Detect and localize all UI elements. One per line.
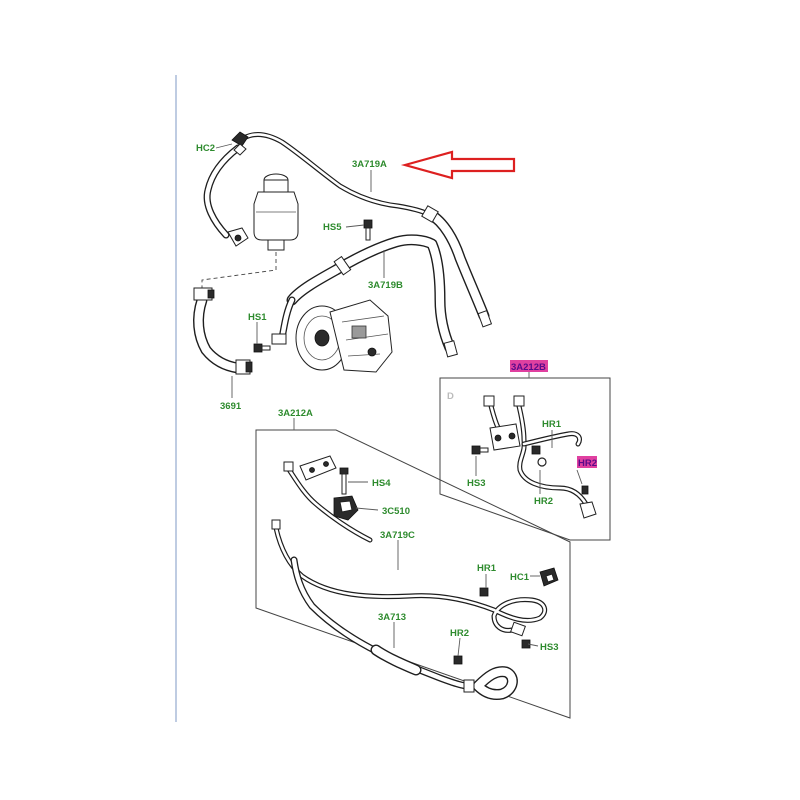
tube-3a212b bbox=[471, 395, 597, 519]
pump-icon bbox=[271, 299, 393, 373]
label-hs5: HS5 bbox=[323, 222, 342, 233]
label-hs1: HS1 bbox=[248, 312, 267, 323]
label-3a212b: 3A212B bbox=[511, 362, 546, 373]
red-outline-arrow-icon bbox=[400, 150, 516, 180]
label-3691: 3691 bbox=[220, 401, 242, 412]
label-hr2-bottom: HR2 bbox=[450, 628, 469, 639]
label-hs3-bottom: HS3 bbox=[540, 642, 558, 653]
hc1-clip bbox=[539, 567, 559, 587]
reservoir-icon bbox=[227, 173, 299, 251]
bracket-3c510 bbox=[333, 495, 359, 521]
label-hs3-top: HS3 bbox=[467, 478, 485, 489]
label-hc1: HC1 bbox=[510, 572, 530, 583]
lower-assembly-frame bbox=[255, 429, 571, 719]
label-hr1-top: HR1 bbox=[542, 419, 562, 430]
part-labels: HC2 3A719A HS5 3A719B HS1 3691 3A212B D … bbox=[196, 143, 597, 653]
hose-3a713 bbox=[290, 556, 518, 700]
label-hr1-bottom: HR1 bbox=[477, 563, 497, 574]
tube-3a212a bbox=[283, 455, 373, 543]
highlight-box-3a212b bbox=[510, 360, 548, 372]
hs1-bolt bbox=[253, 343, 271, 353]
label-hs4: HS4 bbox=[372, 478, 391, 489]
label-hr2-highlight: HR2 bbox=[578, 458, 597, 469]
label-3a719c: 3A719C bbox=[380, 530, 415, 541]
leader-lines bbox=[215, 143, 583, 657]
hs5-bolt bbox=[363, 219, 373, 241]
highlight-box-hr2 bbox=[577, 456, 597, 468]
hs4-bolt bbox=[339, 467, 349, 495]
label-3a212a: 3A212A bbox=[278, 408, 313, 419]
label-hr2-top: HR2 bbox=[534, 496, 553, 507]
hc2-clip bbox=[231, 131, 249, 156]
label-detail-d: D bbox=[447, 391, 454, 402]
dashed-link bbox=[201, 252, 277, 292]
label-3c510: 3C510 bbox=[382, 506, 410, 517]
tube-3a719c bbox=[271, 519, 548, 649]
hose-3a719a bbox=[203, 132, 493, 328]
detail-d-frame bbox=[439, 377, 611, 541]
label-3a719a: 3A719A bbox=[352, 159, 387, 170]
label-3a713: 3A713 bbox=[378, 612, 406, 623]
hose-3691 bbox=[193, 287, 253, 375]
label-3a719b: 3A719B bbox=[368, 280, 403, 291]
label-hc2: HC2 bbox=[196, 143, 215, 154]
